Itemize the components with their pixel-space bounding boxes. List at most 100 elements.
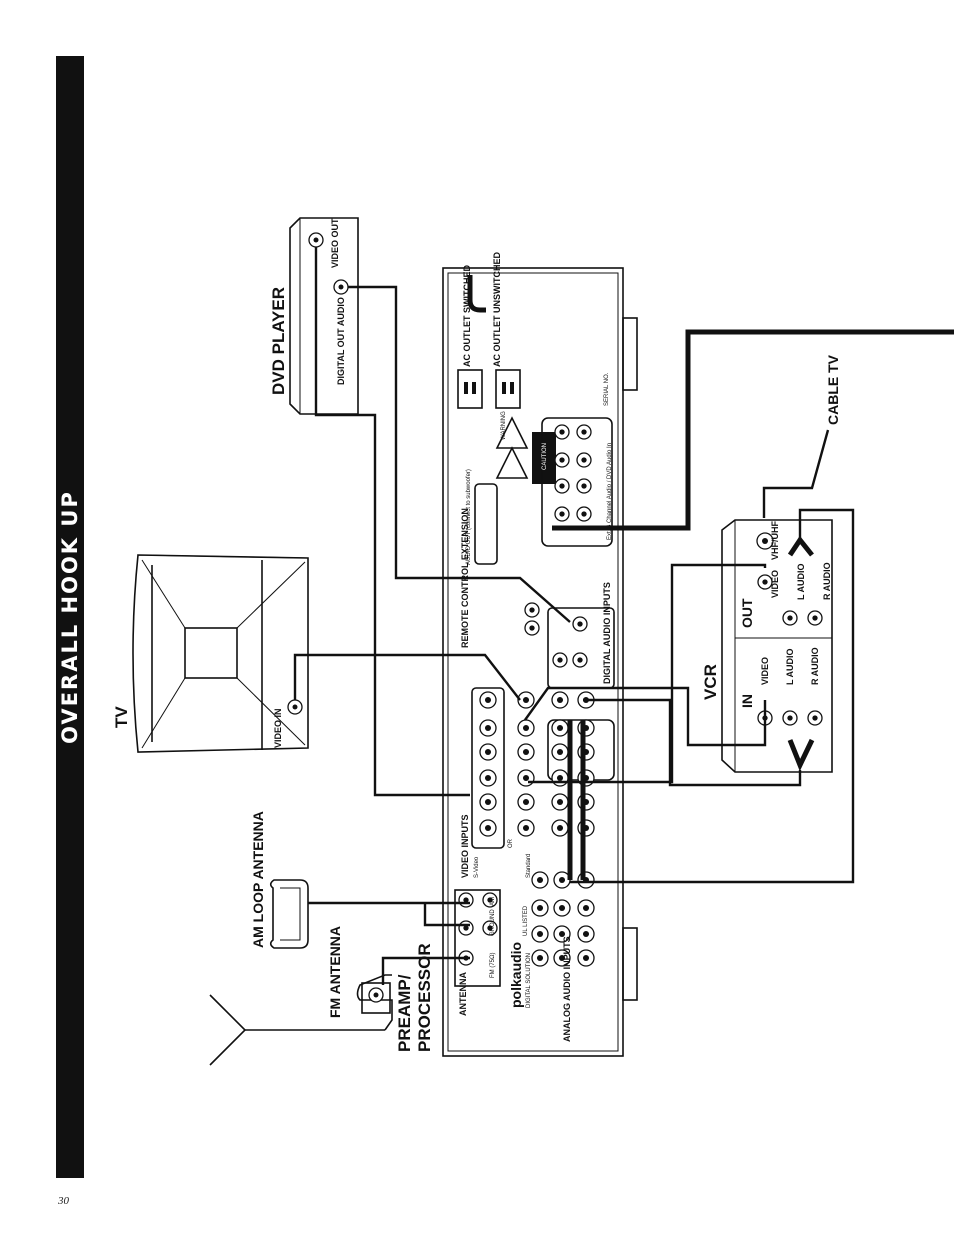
rca-jack-center <box>582 930 590 938</box>
vcr-audio-return <box>570 508 855 884</box>
cable-tv-title: CABLE TV <box>825 354 841 425</box>
rca-jack-center <box>557 657 563 663</box>
rca-jack-center <box>582 954 590 962</box>
am-label: AM <box>490 897 496 906</box>
rca-jack-center <box>487 897 493 903</box>
tv-icon <box>132 554 309 753</box>
rca-jack-center <box>577 621 583 627</box>
rca-jack-center <box>581 429 587 435</box>
vcr-title: VCR <box>701 664 720 700</box>
rca-jack-center <box>581 483 587 489</box>
rca-jack-center <box>529 625 535 631</box>
s-video-label: S-Video <box>474 856 480 878</box>
rca-jack-center <box>522 798 530 806</box>
rca-jack-center <box>558 930 566 938</box>
vcr-in-video-label: VIDEO <box>760 657 770 685</box>
model-label: DIGITAL SOLUTION <box>526 953 532 1008</box>
rca-jack-center <box>787 715 793 721</box>
fm-antenna-cable <box>381 956 470 985</box>
fm-75-label: FM (75Ω) <box>490 953 496 979</box>
rca-jack-center <box>484 774 492 782</box>
video-inputs-label: VIDEO INPUTS <box>460 814 470 878</box>
rca-jack-center <box>558 876 566 884</box>
rca-jack-center <box>582 904 590 912</box>
preamp-panel <box>442 267 638 1057</box>
ac-outlet-icon <box>495 369 521 409</box>
ground-label: GROUND <box>490 909 496 936</box>
am-antenna-title: AM LOOP ANTENNA <box>250 811 266 948</box>
rca-jack-center <box>581 511 587 517</box>
rca-jack-center <box>812 615 818 621</box>
rca-jack-center <box>536 876 544 884</box>
rca-jack-center <box>559 483 565 489</box>
vcr-out-video-label: VIDEO <box>770 570 780 598</box>
rca-jack-center <box>484 748 492 756</box>
panel-jacks <box>458 424 595 967</box>
rca-jack-center <box>556 696 564 704</box>
preamp-title-line1: PREAMP/ <box>395 974 414 1052</box>
vcr-out-audio-cable <box>787 535 814 557</box>
ac-outlet-icon <box>457 369 483 409</box>
antenna-icon <box>209 974 393 1066</box>
warning-label: WARNING <box>501 411 507 440</box>
vcr-out-video-cable <box>528 563 767 784</box>
rca-jack-center <box>484 798 492 806</box>
vcr-in-label: IN <box>739 694 755 708</box>
rca-jack-center <box>536 954 544 962</box>
vcr-in-raudio-label: R AUDIO <box>810 647 820 685</box>
preamp-title-line2: PROCESSOR <box>415 943 434 1052</box>
rca-jack-center <box>556 774 564 782</box>
vcr-in-audio-cable <box>787 738 815 772</box>
digital-audio-inputs-label: DIGITAL AUDIO INPUTS <box>602 582 612 684</box>
rca-jack-center <box>522 824 530 832</box>
ul-listed-label: UL LISTED <box>523 905 529 936</box>
section-title-bar <box>56 56 84 1178</box>
rca-jack-center <box>812 715 818 721</box>
rca-jack-center <box>556 724 564 732</box>
rca-jack-center <box>522 724 530 732</box>
brand-label: polkaudio <box>508 942 524 1008</box>
dvd-digital-out-label: DIGITAL OUT AUDIO <box>336 297 346 385</box>
rca-jack-center <box>529 607 535 613</box>
rca-jack-center <box>559 511 565 517</box>
rca-jack-center <box>559 429 565 435</box>
rca-jack-center <box>556 824 564 832</box>
cable-tv-feed <box>552 329 954 531</box>
rca-jack-center <box>762 579 768 585</box>
rca-jack-center <box>522 774 530 782</box>
rca-jack-center <box>487 925 493 931</box>
or-label: OR <box>508 838 514 848</box>
rca-jack-center <box>787 615 793 621</box>
rca-jack-center <box>581 457 587 463</box>
am-antenna-cable <box>308 901 470 927</box>
audio-out-label: AUDIO OUT (connect to subwoofer) <box>466 469 472 565</box>
vcr-out-laudio-label: L AUDIO <box>796 563 806 600</box>
serial-label: SERIAL NO. <box>604 372 610 406</box>
vcr-in-laudio-label: L AUDIO <box>785 648 795 685</box>
dvd-player-icon <box>289 217 359 415</box>
vcr-vhf-label: VHF/UHF <box>770 521 780 560</box>
tv-title: TV <box>112 706 131 728</box>
standard-label: Standard <box>526 854 532 878</box>
rca-jack-center <box>536 930 544 938</box>
ac-switched-label: AC OUTLET SWITCHED <box>462 265 472 367</box>
tv-video-cable <box>293 653 521 701</box>
fm-antenna-title: FM ANTENNA <box>327 926 343 1018</box>
vcr-audio-feed <box>583 698 802 787</box>
rca-jack-center <box>556 798 564 806</box>
dvd-digital-cable <box>348 285 571 623</box>
rca-jack-center <box>463 925 469 931</box>
tv-video-in-label: VIDEO IN <box>273 708 283 748</box>
rca-jack-center <box>463 897 469 903</box>
rca-jack-center <box>558 954 566 962</box>
rca-jack-center <box>558 904 566 912</box>
antenna-label: ANTENNA <box>458 972 468 1016</box>
rca-jack-center <box>522 748 530 756</box>
dvd-video-cable <box>314 247 470 797</box>
vcr-out-raudio-label: R AUDIO <box>822 562 832 600</box>
rca-jack-center <box>484 696 492 704</box>
rca-jack-center <box>536 904 544 912</box>
rca-jack-center <box>556 748 564 756</box>
rca-jack-center <box>484 824 492 832</box>
